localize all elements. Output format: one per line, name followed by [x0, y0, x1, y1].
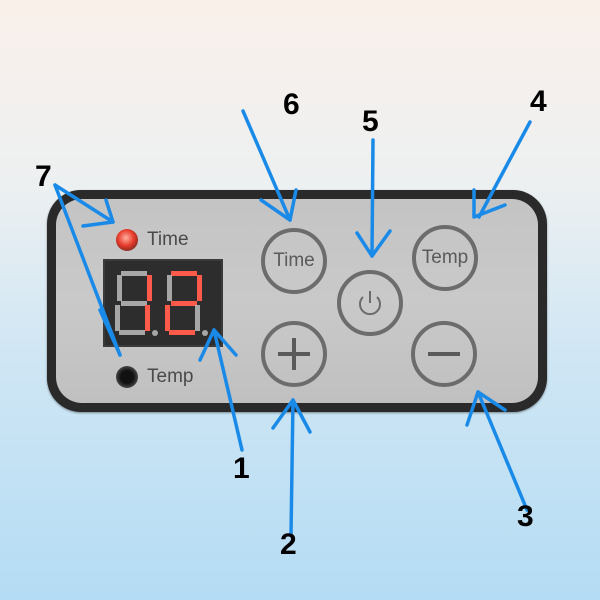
time-indicator-light: [116, 229, 138, 251]
callout-2: 2: [280, 528, 297, 561]
callout-6: 6: [283, 88, 300, 121]
time-indicator-label: Time: [147, 229, 189, 250]
callout-4: 4: [530, 85, 547, 118]
temp-button-label: Temp: [421, 247, 469, 268]
plus-button[interactable]: [261, 321, 327, 387]
temp-button[interactable]: Temp: [412, 225, 478, 291]
seven-segment-display: 12: [103, 259, 223, 347]
plus-icon: [278, 338, 310, 370]
callout-1: 1: [233, 452, 250, 485]
minus-icon: [428, 352, 460, 356]
time-button[interactable]: Time: [261, 228, 327, 294]
callout-3: 3: [517, 500, 534, 533]
power-button[interactable]: [337, 270, 403, 336]
temp-indicator-light: [116, 366, 138, 388]
minus-button[interactable]: [411, 321, 477, 387]
callout-7: 7: [35, 160, 52, 193]
power-icon: [359, 291, 381, 316]
display-digits: [115, 271, 208, 336]
temp-indicator-label: Temp: [147, 366, 194, 387]
time-button-label: Time: [273, 250, 315, 271]
callout-5: 5: [362, 105, 379, 138]
